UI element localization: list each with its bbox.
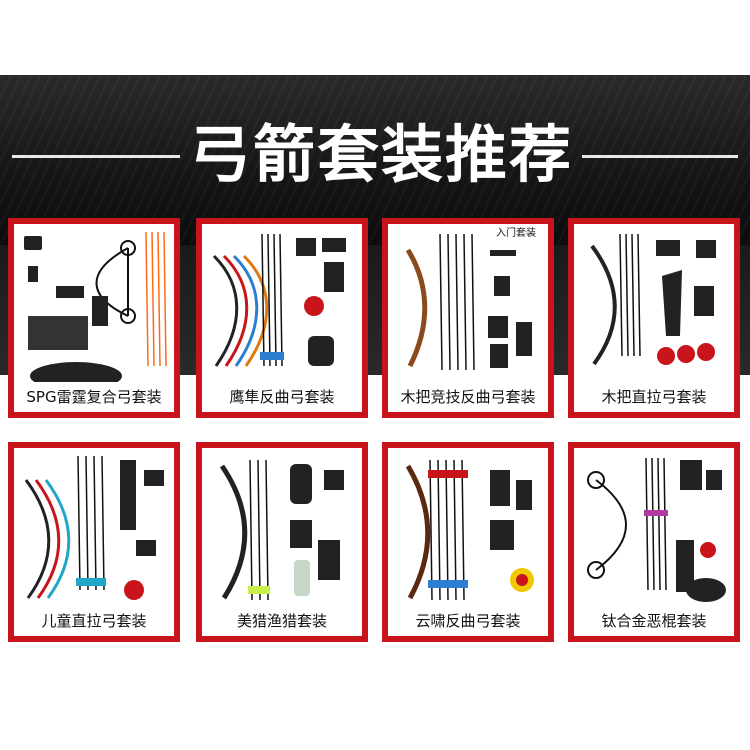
product-label: 木把直拉弓套装 bbox=[574, 382, 734, 412]
wood-longbow-kit-icon bbox=[576, 226, 732, 382]
product-card-fishing-hunting[interactable]: 美猎渔猎套装 bbox=[196, 442, 368, 642]
product-card-cloud-recurve[interactable]: 云啸反曲弓套装 bbox=[382, 442, 554, 642]
product-label: SPG雷霆复合弓套装 bbox=[14, 382, 174, 412]
product-label: 钛合金恶棍套装 bbox=[574, 606, 734, 636]
title-divider-left bbox=[12, 155, 180, 158]
product-label: 儿童直拉弓套装 bbox=[14, 606, 174, 636]
product-label: 木把竞技反曲弓套装 bbox=[388, 382, 548, 412]
product-card-spg-compound[interactable]: SPG雷霆复合弓套装 bbox=[8, 218, 180, 418]
recurve-bow-kit-icon bbox=[204, 226, 360, 382]
wood-competition-recurve-kit-icon bbox=[390, 226, 546, 382]
product-card-wood-longbow[interactable]: 木把直拉弓套装 bbox=[568, 218, 740, 418]
compound-bow-kit-icon bbox=[16, 226, 172, 382]
product-card-falcon-recurve[interactable]: 鹰隼反曲弓套装 bbox=[196, 218, 368, 418]
product-label: 云啸反曲弓套装 bbox=[388, 606, 548, 636]
title-banner bbox=[0, 75, 750, 245]
product-label: 鹰隼反曲弓套装 bbox=[202, 382, 362, 412]
entry-kit-tag: 入门套装 bbox=[496, 224, 536, 239]
fishing-hunting-kit-icon bbox=[204, 450, 360, 606]
product-card-wood-competition[interactable]: 入门套装 木把竞技反曲弓套装 bbox=[382, 218, 554, 418]
page-title: 弓箭套装推荐 bbox=[188, 118, 573, 191]
title-divider-right bbox=[582, 155, 738, 158]
cloud-recurve-kit-icon bbox=[390, 450, 546, 606]
product-card-kids-longbow[interactable]: 儿童直拉弓套装 bbox=[8, 442, 180, 642]
product-card-titanium[interactable]: 钛合金恶棍套装 bbox=[568, 442, 740, 642]
product-label: 美猎渔猎套装 bbox=[202, 606, 362, 636]
kids-longbow-kit-icon bbox=[16, 450, 172, 606]
titanium-compound-kit-icon bbox=[576, 450, 732, 606]
